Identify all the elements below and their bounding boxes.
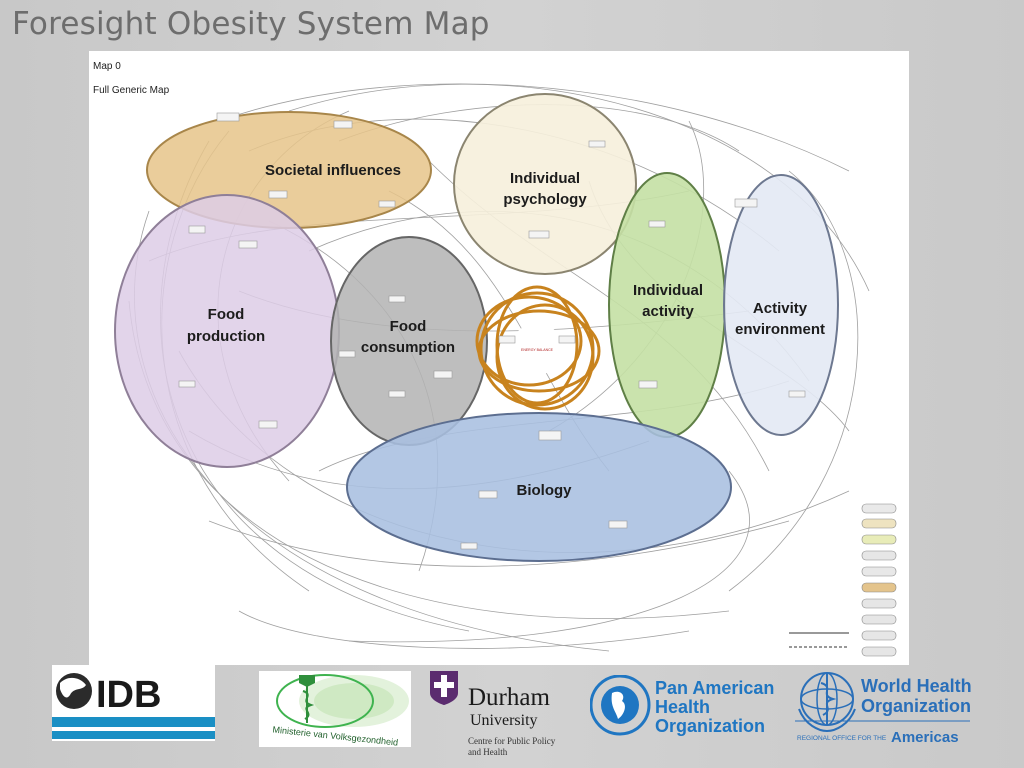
system-map-image: Map 0 Full Generic Map <box>89 51 909 665</box>
cluster-label: Individual <box>633 282 703 299</box>
cluster-label: Activity <box>753 300 808 317</box>
map-name-label: Full Generic Map <box>93 85 170 96</box>
slide-title: Foresight Obesity System Map <box>12 6 490 42</box>
legend-swatch <box>861 582 897 593</box>
durham-caption-line1: Centre for Public Policy <box>468 736 556 746</box>
cluster-label: Food <box>208 306 245 323</box>
paho-logo: Pan American Health Organization <box>589 674 780 745</box>
energy-balance-core <box>475 285 601 411</box>
idb-logo: IDB <box>52 665 215 741</box>
partner-logos: IDB Ministerie van Volksgezondheid Durha… <box>0 665 1024 768</box>
system-map-canvas: Map 0 Full Generic Map <box>93 61 897 657</box>
cluster-food-production: Food production <box>114 194 340 468</box>
ministry-text: Ministerie van Volksgezondheid <box>272 724 398 747</box>
cluster-biology: Biology <box>346 412 732 562</box>
legend-swatch <box>861 550 897 561</box>
durham-caption-line2: and Health <box>468 747 508 757</box>
legend-swatch <box>861 630 897 641</box>
energy-balance-label: ENERGY BALANCE <box>521 348 554 352</box>
legend-swatch <box>861 503 897 514</box>
legend-swatch <box>861 566 897 577</box>
cluster-label: psychology <box>503 191 587 208</box>
legend-swatch <box>861 646 897 657</box>
legend-swatch <box>861 598 897 609</box>
durham-logo: Durham University Centre for Public Poli… <box>428 667 573 759</box>
cluster-label: Food <box>390 318 427 335</box>
cluster-label: Biology <box>517 482 573 499</box>
map-id-label: Map 0 <box>93 61 121 72</box>
cluster-label: Individual <box>510 170 580 187</box>
cluster-individual-activity: Individual activity <box>608 172 726 438</box>
who-region: Americas <box>891 729 959 746</box>
cluster-label: consumption <box>361 339 455 356</box>
cluster-label: Societal influences <box>265 162 401 179</box>
durham-sub: University <box>470 712 538 729</box>
who-line2: Organization <box>861 696 971 716</box>
paho-line3: Organization <box>655 716 765 736</box>
cluster-food-consumption: Food consumption <box>330 236 488 446</box>
cluster-label: activity <box>642 303 694 320</box>
who-regional-label: REGIONAL OFFICE FOR THE <box>797 735 887 742</box>
paho-line2: Health <box>655 697 710 717</box>
who-line1: World Health <box>861 676 972 696</box>
ministry-logo: Ministerie van Volksgezondheid <box>259 671 411 748</box>
idb-text: IDB <box>96 674 161 716</box>
map-legend <box>789 503 897 657</box>
durham-name: Durham <box>468 684 550 711</box>
cluster-individual-psychology: Individual psychology <box>453 93 637 275</box>
legend-swatch <box>861 614 897 625</box>
cluster-activity-environment: Activity environment <box>723 174 839 436</box>
legend-swatch <box>861 534 897 545</box>
cluster-label: environment <box>735 321 825 338</box>
who-logo: World Health Organization REGIONAL OFFIC… <box>795 669 985 749</box>
legend-swatch <box>861 518 897 529</box>
cluster-label: production <box>187 328 265 345</box>
paho-line1: Pan American <box>655 678 774 698</box>
map-nodes <box>178 112 806 550</box>
